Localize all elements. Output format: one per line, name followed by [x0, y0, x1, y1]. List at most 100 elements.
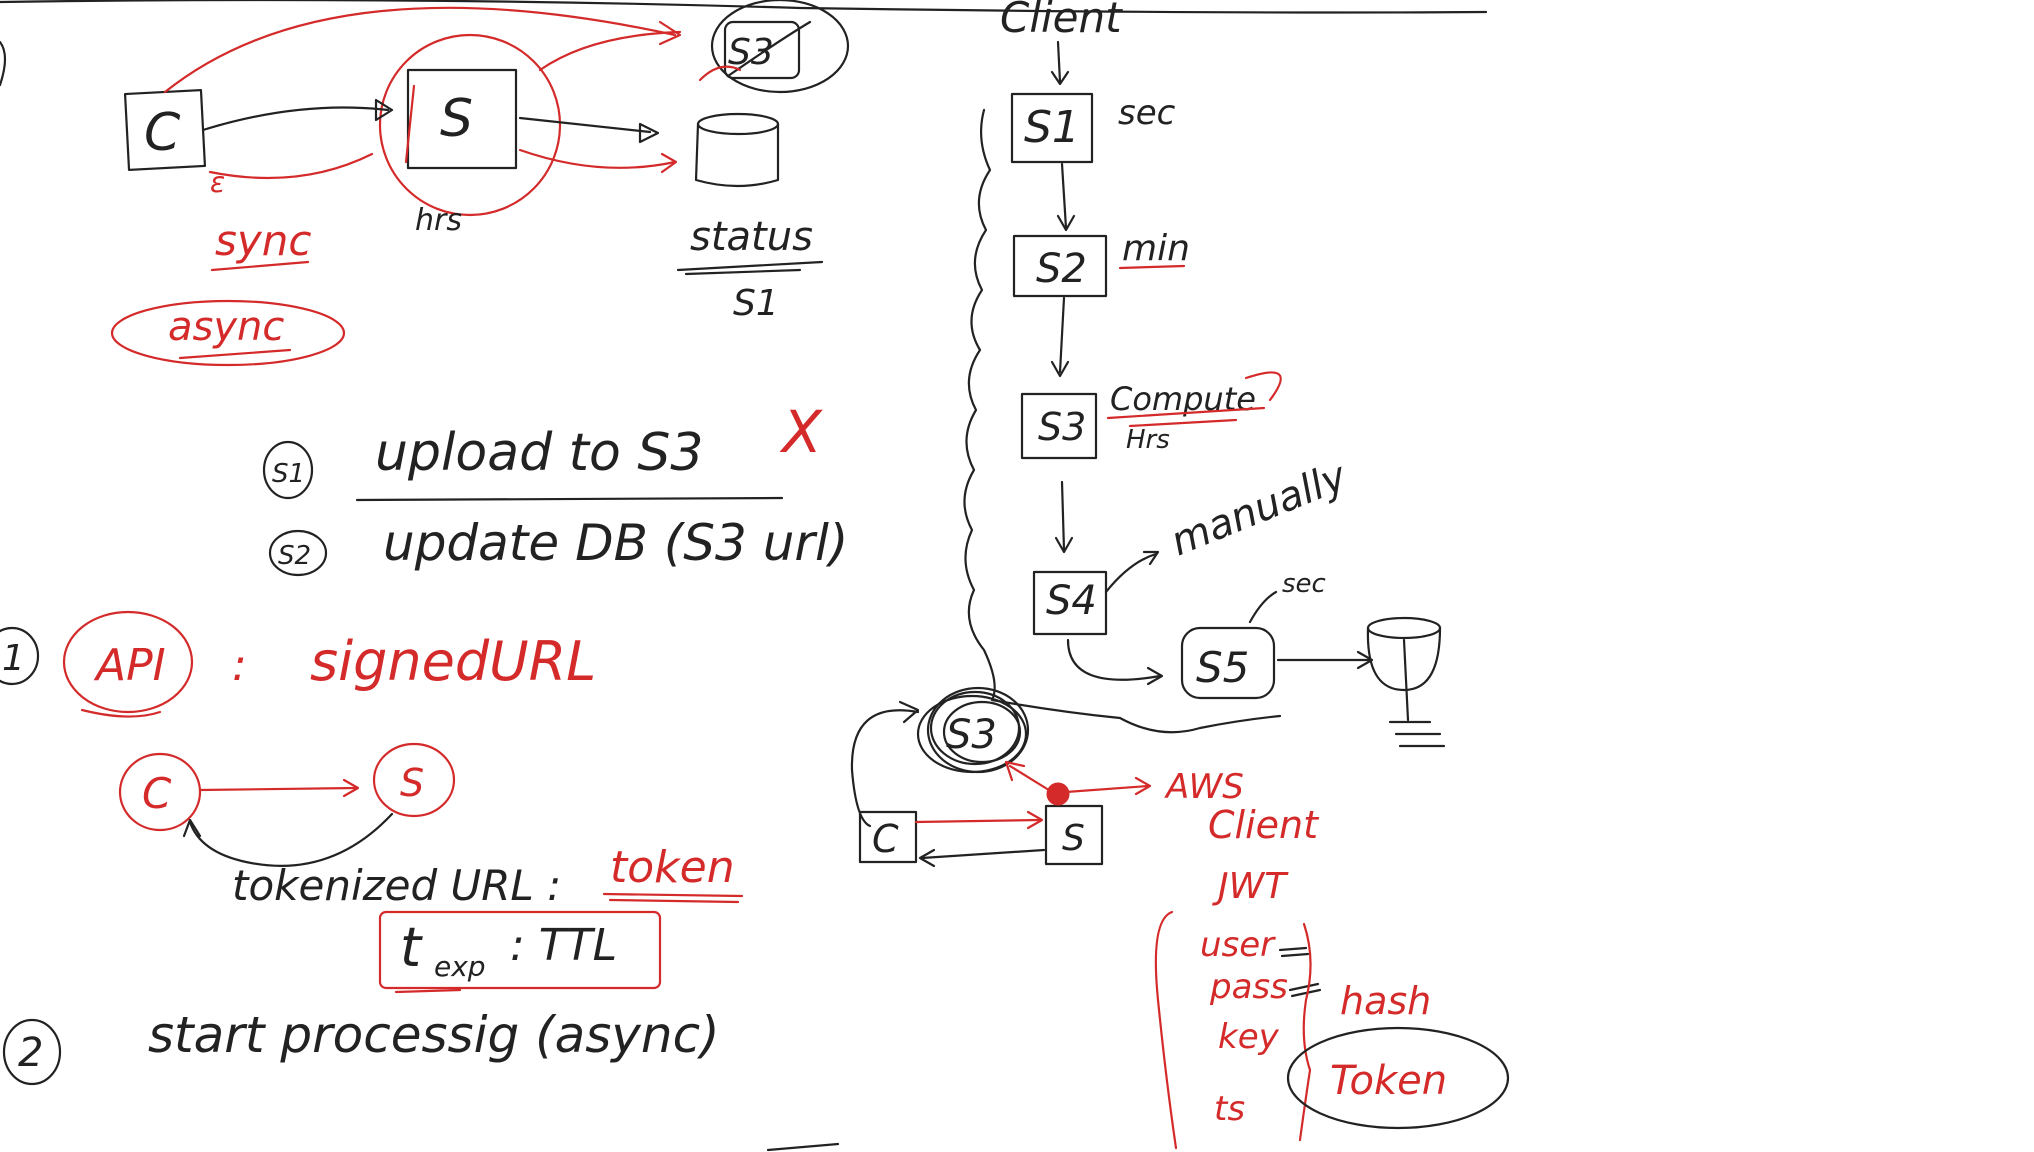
- server-label: S: [440, 89, 473, 149]
- jwt-field-ts: ts: [1214, 1089, 1245, 1129]
- t-exp-subscript: exp: [434, 950, 486, 983]
- step-s2-badge: S2: [278, 541, 311, 571]
- sync-label: sync: [215, 216, 311, 265]
- pipeline-db-icon: [1366, 616, 1446, 748]
- server-to-db-arrowhead: [638, 122, 660, 144]
- client-to-s1-arrowhead: [1050, 70, 1070, 86]
- pipeline-s3-note-underline-2: [1128, 418, 1238, 428]
- aws-client-label: AWS: [1164, 767, 1244, 807]
- pipeline-s4-label: S4: [1046, 578, 1097, 624]
- client-to-server-arrowhead: [374, 98, 394, 122]
- api-section: 1 API : signedURL C S tokenized URL : to…: [0, 610, 744, 994]
- t-exp-label: t: [400, 916, 423, 979]
- status-underline-2: [684, 268, 802, 276]
- pipeline-s1-note: sec: [1118, 93, 1176, 133]
- api-server-to-client-arrow: [188, 812, 394, 867]
- api-client-to-server-arrowhead: [342, 778, 360, 798]
- step-s1-underline: [355, 496, 784, 502]
- s3-to-s4-arrowhead: [1054, 536, 1074, 554]
- server-to-client-return: [208, 152, 374, 180]
- auth-server-to-s3-arrow: [1008, 764, 1054, 794]
- step2-badge: 2: [18, 1030, 43, 1076]
- s3-scribble-blob: S3: [916, 686, 1030, 774]
- jwt-field-user-dash: [1278, 946, 1310, 958]
- ttl-label: : TTL: [510, 920, 617, 971]
- pipeline-wavy-line: [963, 108, 1282, 734]
- api-server-label: S: [400, 761, 424, 805]
- return-scribble: ε: [210, 166, 225, 199]
- sync-underline: [210, 260, 310, 272]
- pipeline-section: Client S1 sec S2 min S3 Compute Hrs S4 m…: [963, 0, 1446, 748]
- auth-client-box: [858, 810, 918, 864]
- auth-section: S3 C S AWS Client JWT user pass key ts h…: [850, 686, 1510, 1150]
- s5-to-db-arrowhead: [1356, 650, 1374, 670]
- server-to-s3-arc: [538, 30, 682, 72]
- status-label: status: [690, 214, 813, 260]
- auth-server-to-aws-arrow: [1064, 784, 1150, 794]
- jwt-field-pass-dash: [1288, 982, 1322, 998]
- server-to-db-arrow: [518, 116, 652, 134]
- s3-bucket-crossed: S3: [698, 0, 850, 94]
- s4-to-s5-arrowhead: [1146, 666, 1164, 686]
- client-to-s3-arc: [163, 6, 677, 94]
- steps-section: S1 upload to S3 X S2 update DB (S3 url): [262, 398, 848, 577]
- client-to-s1-arrow: [1056, 40, 1062, 84]
- pipeline-s3-note2: Hrs: [1126, 425, 1170, 455]
- auth-server-to-aws-arrowhead: [1134, 776, 1152, 796]
- tokenized-url-label: tokenized URL :: [232, 861, 561, 910]
- api-label: API: [93, 640, 166, 691]
- s4-to-manual-arrowhead: [1142, 550, 1160, 566]
- auth-client-label: C: [872, 817, 899, 861]
- pipeline-s3-note: Compute: [1110, 380, 1256, 418]
- step-s1-mark: X: [779, 398, 823, 466]
- auth-s3-label: S3: [946, 712, 997, 758]
- api-circle: [62, 610, 194, 714]
- api-server-circle: [372, 742, 456, 818]
- status-sub-label: S1: [733, 283, 779, 324]
- s2-to-s3-arrow: [1058, 296, 1066, 374]
- t-exp-underline: [394, 988, 462, 994]
- server-mark: [404, 84, 416, 164]
- auth-client-to-server-arrow: [914, 818, 1042, 824]
- s4-to-manual-arrow: [1104, 552, 1158, 594]
- s2-to-s3-arrowhead: [1050, 360, 1070, 378]
- client-to-server-arrow: [201, 106, 390, 132]
- step-s2-text: update DB (S3 url): [383, 514, 848, 572]
- s3-label-top: S3: [728, 32, 774, 73]
- s1-to-s2-arrow: [1060, 162, 1068, 230]
- jwt-field-key: key: [1218, 1017, 1280, 1057]
- api-badge: 1: [2, 638, 25, 679]
- status-underline: [676, 260, 824, 272]
- pipeline-s4-note: manually: [1165, 453, 1355, 565]
- signed-url-label: signedURL: [310, 630, 596, 693]
- api-colon: :: [232, 640, 247, 691]
- s3-loop-arrowhead: [898, 700, 920, 724]
- bottom-line-stub: [766, 1142, 840, 1152]
- pipeline-client-label: Client: [1000, 0, 1123, 42]
- pipeline-s2-label: S2: [1036, 246, 1087, 292]
- jwt-field-pass: pass: [1209, 967, 1288, 1007]
- step2-badge-circle: [2, 1018, 62, 1086]
- jwt-fields-brace-left: [1154, 910, 1178, 1150]
- api-badge-circle: [0, 626, 40, 686]
- s1-to-s2-arrowhead: [1056, 214, 1076, 232]
- step-s1-badge-circle: [262, 440, 314, 500]
- pipeline-s2-note: min: [1122, 228, 1190, 269]
- pipeline-s5-box: [1180, 626, 1276, 700]
- s3-loop-back: [850, 709, 920, 828]
- auth-server-label: S: [1062, 818, 1085, 859]
- step-s1-badge: S1: [272, 459, 305, 489]
- jwt-fields-brace-right: [1298, 922, 1312, 1142]
- server-box: [406, 68, 518, 170]
- jwt-field-user: user: [1200, 925, 1276, 965]
- edge-mark-top: [0, 40, 7, 87]
- s4-to-s5-arrow: [1066, 638, 1162, 681]
- step2-section: 2 start processig (async): [2, 1006, 840, 1152]
- api-client-label: C: [142, 769, 172, 818]
- token-final-label: Token: [1330, 1058, 1447, 1104]
- token-circle: [1286, 1026, 1510, 1130]
- api-client-to-server-arrow: [198, 786, 358, 792]
- pipeline-s4-box: [1032, 570, 1108, 636]
- auth-server-box: [1044, 804, 1104, 866]
